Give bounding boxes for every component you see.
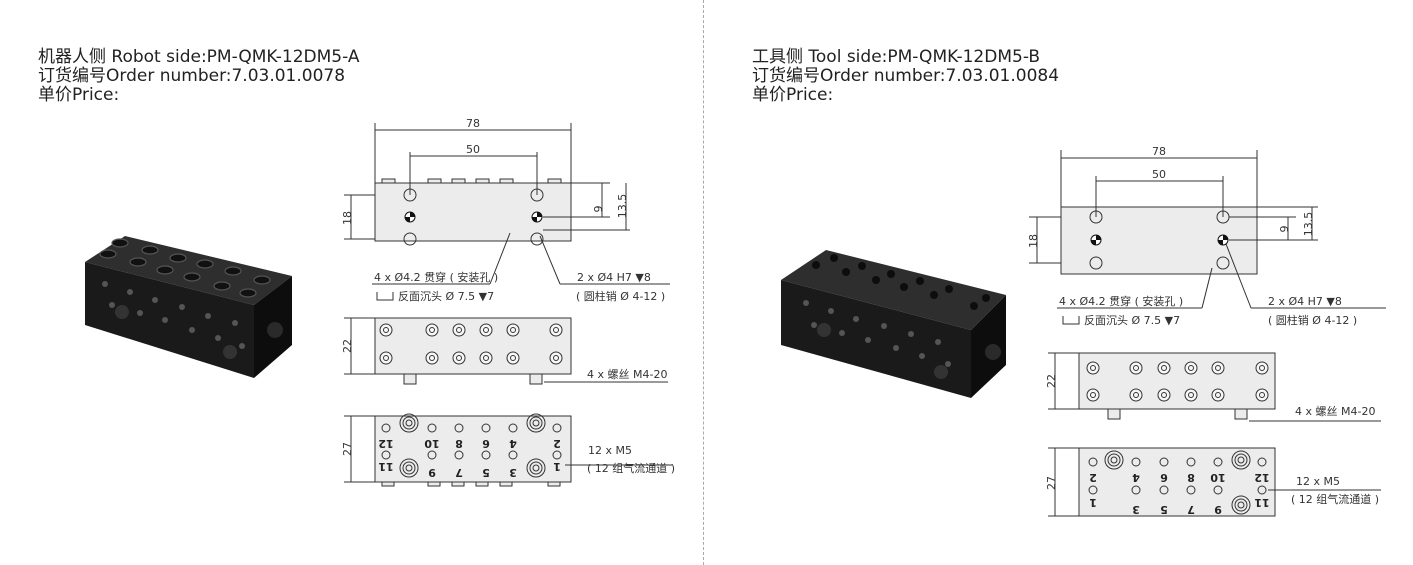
robot-dim-18: 18 (341, 211, 354, 225)
tool-front-ports (1086, 361, 1269, 402)
tool-bottom-view (1048, 447, 1381, 517)
robot-drawing: 78 50 18 9 13.5 4 x Ø4.2 贯穿 ( 安装孔 ) 反面沉头… (85, 117, 675, 487)
tool-port-12: 12 (1254, 471, 1269, 484)
robot-dim-pitch: 50 (466, 143, 480, 156)
tool-port-9: 9 (1214, 503, 1222, 516)
robot-note-holes: 4 x Ø4.2 贯穿 ( 安装孔 ) (374, 270, 498, 284)
tool-dim-22: 22 (1045, 374, 1058, 388)
tool-price: 单价Price: (752, 85, 834, 105)
tool-header: 工具侧 Tool side:PM-QMK-12DM5-B 订货编号Order n… (752, 48, 1059, 105)
robot-dim-22: 22 (341, 339, 354, 353)
robot-title: 机器人侧 Robot side:PM-QMK-12DM5-A (38, 47, 360, 67)
tool-port-10: 10 (1210, 471, 1226, 484)
tool-port-11: 11 (1254, 496, 1269, 509)
tool-port-7: 7 (1187, 503, 1195, 516)
tool-dim-total: 78 (1152, 145, 1166, 158)
tool-note-holes: 4 x Ø4.2 贯穿 ( 安装孔 ) (1059, 294, 1183, 308)
tool-dim-18: 18 (1027, 234, 1040, 248)
robot-note-counterbore: 反面沉头 Ø 7.5 ▼7 (398, 290, 494, 303)
robot-bottom-view (344, 413, 672, 487)
robot-dim-27: 27 (341, 442, 354, 456)
tool-port-3: 3 (1132, 503, 1140, 516)
robot-side-panel: 机器人侧 Robot side:PM-QMK-12DM5-A 订货编号Order… (0, 0, 700, 565)
robot-note-screws: 4 x 螺丝 M4-20 (587, 368, 667, 381)
tool-note-pins-sub: ( 圆柱销 Ø 4-12 ) (1268, 313, 1357, 327)
tool-top-view (1029, 150, 1386, 309)
tool-title: 工具侧 Tool side:PM-QMK-12DM5-B (752, 47, 1041, 67)
robot-note-pins: 2 x Ø4 H7 ▼8 (577, 271, 651, 284)
robot-port-1: 1 (553, 460, 561, 473)
robot-front-ports (379, 323, 563, 365)
tool-order-number: 订货编号Order number:7.03.01.0084 (752, 66, 1060, 86)
tool-port-2: 2 (1089, 471, 1097, 484)
robot-product-photo (85, 236, 292, 378)
robot-price: 单价Price: (38, 85, 120, 105)
tool-drawing: 78 50 18 9 13.5 4 x Ø4.2 贯穿 ( 安装孔 ) 反面沉头… (781, 145, 1386, 517)
center-divider (703, 0, 704, 565)
tool-dim-9: 9 (1278, 226, 1291, 233)
robot-dim-total: 78 (466, 117, 480, 130)
robot-bottom-port-rings (381, 423, 562, 460)
tool-port-6: 6 (1160, 471, 1168, 484)
robot-order-number: 订货编号Order number:7.03.01.0078 (38, 66, 346, 86)
tool-dim-27: 27 (1045, 476, 1058, 490)
robot-port-2: 2 (553, 437, 561, 450)
robot-header: 机器人侧 Robot side:PM-QMK-12DM5-A 订货编号Order… (38, 48, 360, 105)
robot-note-pins-sub: ( 圆柱销 Ø 4-12 ) (576, 289, 665, 303)
robot-port-3: 3 (509, 466, 517, 479)
tool-port-8: 8 (1187, 471, 1195, 484)
counterbore-symbol (376, 292, 394, 301)
tool-port-5: 5 (1160, 503, 1168, 516)
robot-dowel-pins (404, 211, 543, 223)
robot-port-8: 8 (455, 437, 463, 450)
robot-port-5: 5 (482, 466, 490, 479)
tool-dim-pitch: 50 (1152, 168, 1166, 181)
tool-counterbore-symbol (1062, 316, 1080, 325)
robot-dim-13-5: 13.5 (616, 194, 629, 219)
robot-port-12: 12 (378, 437, 393, 450)
robot-port-9: 9 (428, 466, 436, 479)
tool-note-pins: 2 x Ø4 H7 ▼8 (1268, 295, 1342, 308)
tool-dim-13-5: 13.5 (1302, 212, 1315, 237)
tool-product-photo (781, 250, 1006, 398)
robot-port-11: 11 (378, 460, 393, 473)
robot-front-view (344, 317, 668, 385)
robot-port-10: 10 (424, 437, 440, 450)
robot-port-6: 6 (482, 437, 490, 450)
tool-dowel-pins (1090, 234, 1229, 246)
tool-port-4: 4 (1132, 471, 1140, 484)
robot-note-ports-sub: ( 12 组气流通道 ) (587, 461, 675, 475)
robot-note-ports: 12 x M5 (588, 444, 632, 457)
tool-note-ports: 12 x M5 (1296, 475, 1340, 488)
robot-dim-9: 9 (592, 206, 605, 213)
tool-port-1: 1 (1089, 496, 1097, 509)
robot-port-7: 7 (455, 466, 463, 479)
tool-front-view (1048, 352, 1381, 422)
tool-note-ports-sub: ( 12 组气流通道 ) (1291, 492, 1379, 506)
robot-port-4: 4 (509, 437, 517, 450)
tool-bottom-port-rings (1088, 457, 1267, 495)
tool-side-panel: 工具侧 Tool side:PM-QMK-12DM5-B 订货编号Order n… (706, 0, 1406, 565)
tool-note-counterbore: 反面沉头 Ø 7.5 ▼7 (1084, 314, 1180, 327)
tool-note-screws: 4 x 螺丝 M4-20 (1295, 405, 1375, 418)
